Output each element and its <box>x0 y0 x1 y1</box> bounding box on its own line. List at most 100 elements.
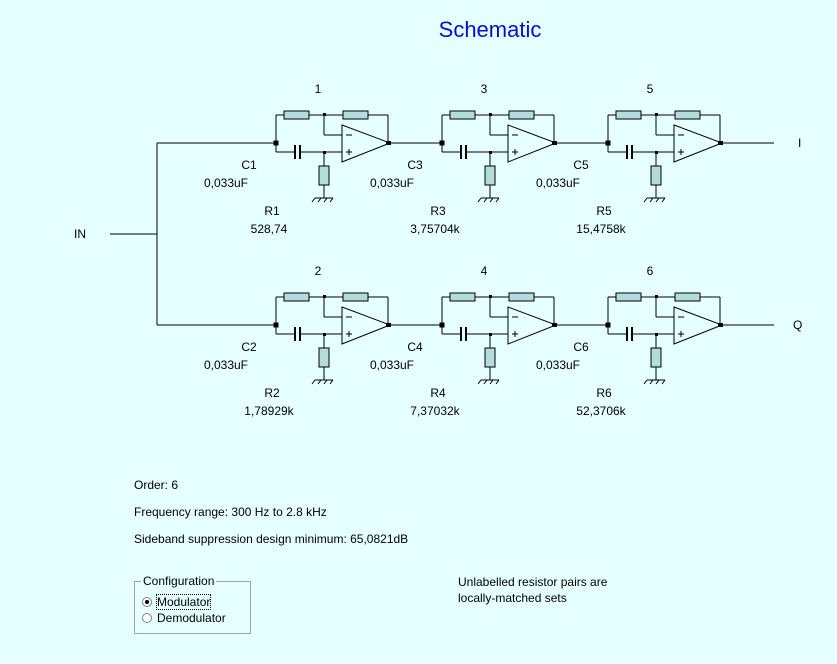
ground-icon <box>655 379 660 385</box>
matched-resistor-icon <box>449 292 476 302</box>
op-amp-icon <box>673 124 724 163</box>
junction-dot <box>386 323 391 327</box>
junction-dot <box>655 113 658 116</box>
matched-resistor-icon <box>615 110 642 120</box>
capacitor-value: 0,033uF <box>536 358 580 372</box>
ground-icon <box>329 379 334 385</box>
junction-dot <box>489 295 492 298</box>
ground-icon <box>323 379 328 385</box>
ground-icon <box>311 379 316 385</box>
capacitor-value: 0,033uF <box>536 176 580 190</box>
demodulator-option[interactable]: Demodulator <box>142 611 226 625</box>
input-network <box>110 142 276 326</box>
capacitor-label: C1 <box>241 158 257 172</box>
op-amp-icon <box>341 124 392 163</box>
stage-number: 4 <box>481 264 488 278</box>
modulator-radio[interactable] <box>142 597 152 607</box>
capacitor-value: 0,033uF <box>204 176 248 190</box>
ground-icon <box>649 197 654 203</box>
demodulator-label[interactable]: Demodulator <box>157 611 226 625</box>
junction-dot <box>605 140 611 146</box>
junction-dot <box>439 322 445 328</box>
output-q-label: Q <box>793 318 803 332</box>
junction-dot <box>718 141 723 145</box>
ground-icon <box>311 197 316 203</box>
ground-icon <box>477 379 482 385</box>
matched-resistor-icon <box>508 110 535 120</box>
ground-icon <box>661 379 666 385</box>
modulator-option[interactable]: Modulator <box>142 594 212 610</box>
order-text: Order: 6 <box>134 478 179 492</box>
shunt-resistor-icon <box>484 165 496 186</box>
ground-icon <box>495 379 500 385</box>
capacitor-value: 0,033uF <box>204 358 248 372</box>
resistor-label: R2 <box>264 386 280 400</box>
resistor-value: 15,4758k <box>576 222 626 236</box>
ground-icon <box>329 197 334 203</box>
stage-number: 3 <box>481 82 488 96</box>
matched-resistor-icon <box>674 110 701 120</box>
matched-resistor-icon <box>615 292 642 302</box>
stage-number: 5 <box>647 82 654 96</box>
capacitor-label: C3 <box>407 158 423 172</box>
capacitor-label: C2 <box>241 340 257 354</box>
ground-icon <box>483 197 488 203</box>
junction-dot <box>552 323 557 327</box>
ground-icon <box>317 379 322 385</box>
matched-resistor-icon <box>283 292 310 302</box>
note-line-2: locally-matched sets <box>458 591 567 605</box>
junction-dot <box>439 140 445 146</box>
ground-icon <box>317 197 322 203</box>
resistor-value: 3,75704k <box>410 222 460 236</box>
stage-number: 1 <box>315 82 322 96</box>
shunt-resistor-icon <box>318 347 330 368</box>
ground-icon <box>489 379 494 385</box>
resistor-label: R1 <box>264 204 280 218</box>
capacitor-value: 0,033uF <box>370 358 414 372</box>
junction-dot <box>605 322 611 328</box>
resistor-label: R4 <box>430 386 446 400</box>
junction-dot <box>718 323 723 327</box>
filter-stage-5: 5C5 0,033uF R5 15,4758k <box>536 82 774 236</box>
note-line-1: Unlabelled resistor pairs are <box>458 575 608 589</box>
matched-resistor-icon <box>342 110 369 120</box>
stage-number: 6 <box>647 264 654 278</box>
frequency-range-text: Frequency range: 300 Hz to 2.8 kHz <box>134 505 327 519</box>
modulator-label[interactable]: Modulator <box>155 594 212 610</box>
ground-icon <box>489 197 494 203</box>
sideband-suppression-text: Sideband suppression design minimum: 65,… <box>134 532 409 546</box>
shunt-resistor-icon <box>650 165 662 186</box>
ground-icon <box>495 197 500 203</box>
capacitor-label: C5 <box>573 158 589 172</box>
input-label: IN <box>74 227 86 241</box>
resistor-label: R5 <box>596 204 612 218</box>
resistor-value: 52,3706k <box>576 404 626 418</box>
shunt-resistor-icon <box>484 347 496 368</box>
matched-resistor-icon <box>674 292 701 302</box>
shunt-resistor-icon <box>318 165 330 186</box>
resistor-label: R3 <box>430 204 446 218</box>
demodulator-radio[interactable] <box>142 613 152 623</box>
op-amp-icon <box>341 306 392 345</box>
matched-resistor-icon <box>342 292 369 302</box>
resistor-value: 1,78929k <box>244 404 294 418</box>
junction-dot <box>552 141 557 145</box>
junction-dot <box>323 113 326 116</box>
matched-resistor-icon <box>449 110 476 120</box>
output-i-label: I <box>798 136 802 150</box>
matched-resistor-icon <box>508 292 535 302</box>
junction-dot <box>386 141 391 145</box>
capacitor-label: C4 <box>407 340 423 354</box>
page-title: Schematic <box>438 17 542 42</box>
ground-icon <box>655 197 660 203</box>
ground-icon <box>323 197 328 203</box>
junction-dot <box>273 140 279 146</box>
capacitor-value: 0,033uF <box>370 176 414 190</box>
ground-icon <box>483 379 488 385</box>
op-amp-icon <box>507 306 558 345</box>
resistor-label: R6 <box>596 386 612 400</box>
